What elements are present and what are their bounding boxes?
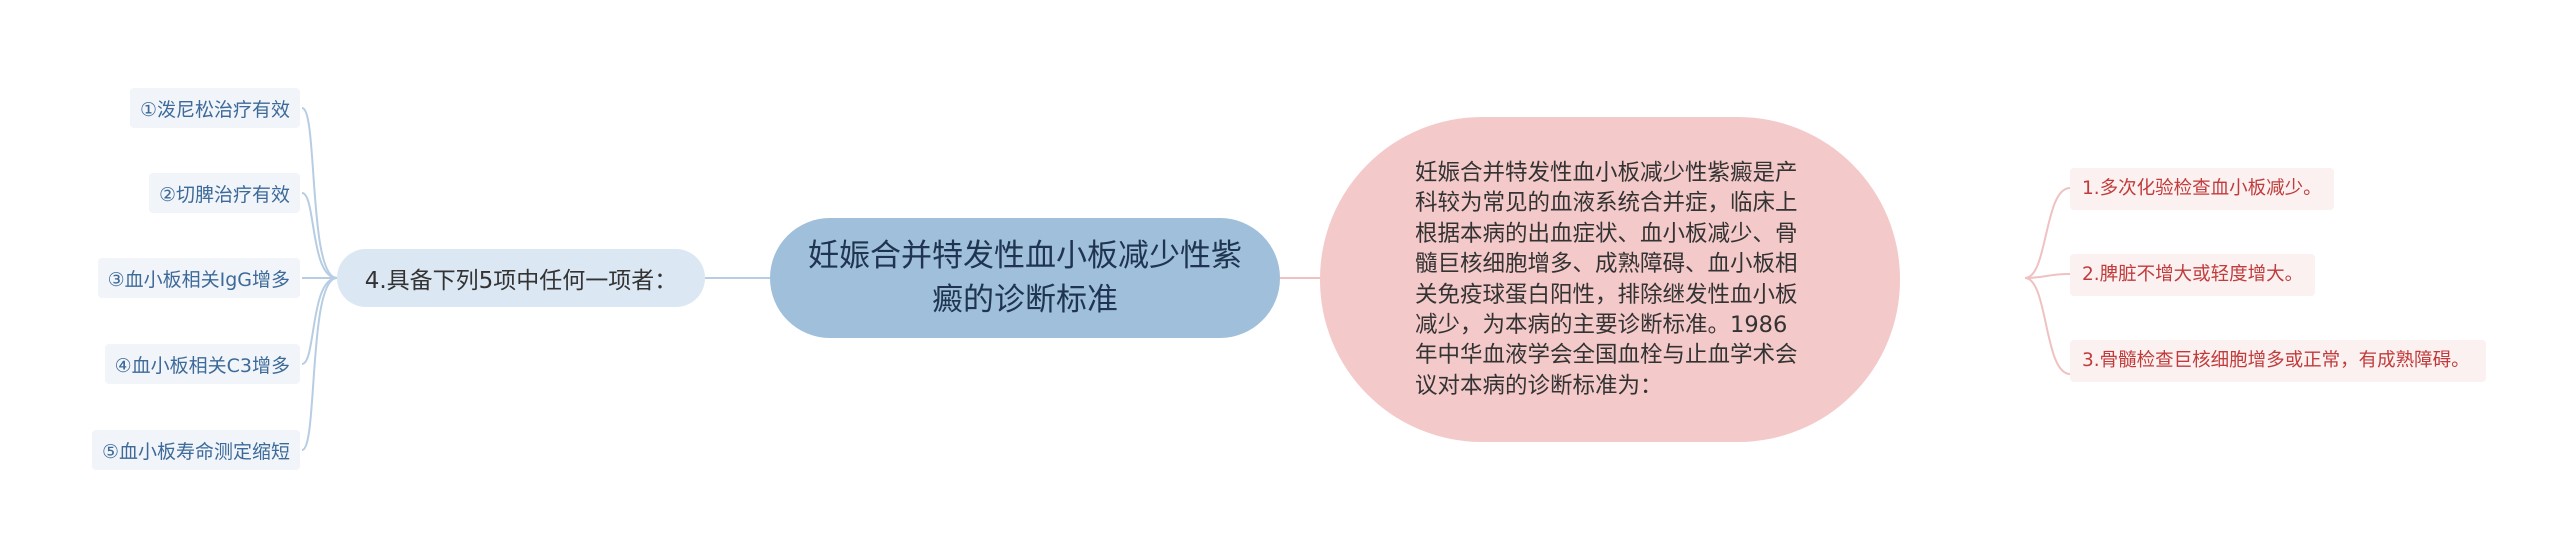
connector-criteria-1 [2024, 187, 2071, 279]
condition-item-label: ⑤血小板寿命测定缩短 [101, 440, 290, 463]
connector-item-4 [301, 277, 338, 365]
condition-item-label: ②切脾治疗有效 [158, 183, 290, 206]
condition-item-4[interactable]: ④血小板相关C3增多 [104, 344, 300, 384]
criteria-item-3[interactable]: 3.骨髓检查巨核细胞增多或正常，有成熟障碍。 [2070, 340, 2486, 382]
root-topic[interactable]: 妊娠合并特发性血小板减少性紫癜的诊断标准 [770, 218, 1280, 338]
criteria-item-1[interactable]: 1.多次化验检查血小板减少。 [2070, 168, 2334, 210]
connector-item-5 [301, 277, 338, 451]
criteria-item-label: 1.多次化验检查血小板减少。 [2082, 178, 2322, 199]
condition-node[interactable]: 4.具备下列5项中任何一项者： [337, 249, 705, 307]
condition-item-label: ③血小板相关IgG增多 [107, 268, 290, 291]
connector-criteria-3 [2024, 277, 2071, 375]
connector-item-2 [301, 192, 338, 279]
condition-item-5[interactable]: ⑤血小板寿命测定缩短 [91, 430, 300, 470]
criteria-item-label: 3.骨髓检查巨核细胞增多或正常，有成熟障碍。 [2082, 350, 2470, 371]
connector-criteria-2 [2024, 273, 2071, 279]
root-topic-label: 妊娠合并特发性血小板减少性紫癜的诊断标准 [808, 238, 1242, 318]
criteria-item-2[interactable]: 2.脾脏不增大或轻度增大。 [2070, 254, 2316, 296]
condition-item-2[interactable]: ②切脾治疗有效 [148, 173, 300, 213]
condition-label: 4.具备下列5项中任何一项者： [364, 268, 678, 294]
condition-item-1[interactable]: ①泼尼松治疗有效 [129, 88, 300, 128]
description-text: 妊娠合并特发性血小板减少性紫癜是产科较为常见的血液系统合并症，临床上根据本病的出… [1415, 159, 1798, 399]
condition-item-label: ①泼尼松治疗有效 [139, 98, 290, 121]
description-node[interactable]: 妊娠合并特发性血小板减少性紫癜是产科较为常见的血液系统合并症，临床上根据本病的出… [1320, 117, 1900, 442]
condition-item-3[interactable]: ③血小板相关IgG增多 [97, 258, 300, 298]
connector-item-1 [301, 107, 338, 279]
criteria-item-label: 2.脾脏不增大或轻度增大。 [2082, 264, 2304, 285]
condition-item-label: ④血小板相关C3增多 [114, 354, 290, 377]
